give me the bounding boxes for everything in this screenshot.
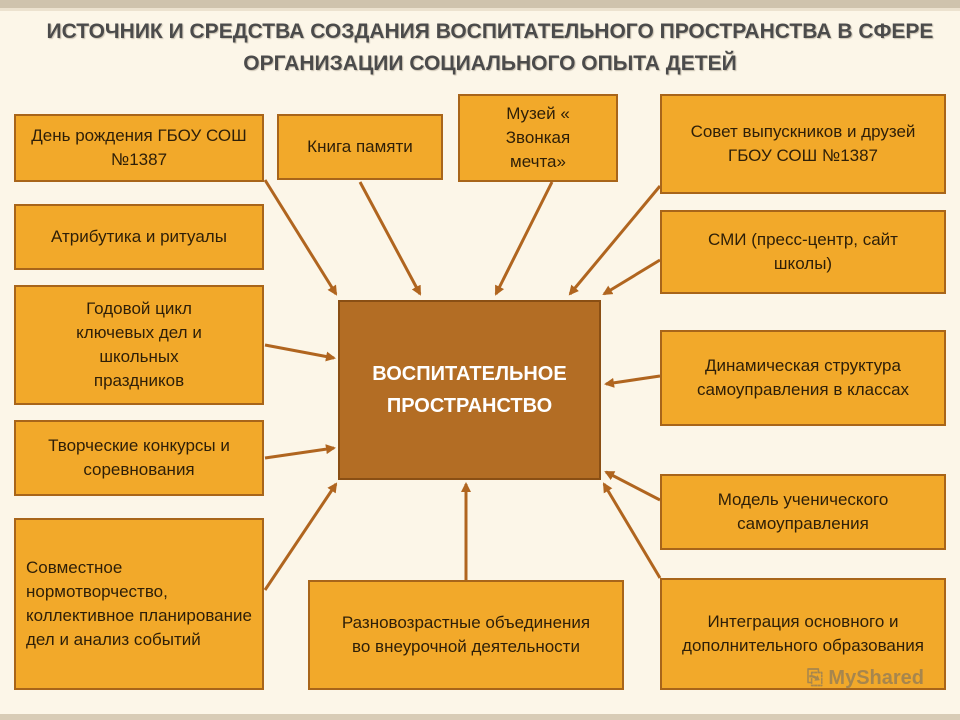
box-age-groups: Разновозрастные объединения во внеурочно… <box>308 580 624 690</box>
box-student-model: Модель ученического самоуправления <box>660 474 946 550</box>
arrow-museum <box>494 181 554 296</box>
box-attributes: Атрибутика и ритуалы <box>14 204 264 270</box>
arrow-dynamic-structure <box>604 374 661 388</box>
box-media: СМИ (пресс-центр, сайт школы) <box>660 210 946 294</box>
arrow-birthday <box>263 179 338 296</box>
box-integration: Интеграция основного и дополнительного о… <box>660 578 946 690</box>
box-alumni: Совет выпускников и друзей ГБОУ СОШ №138… <box>660 94 946 194</box>
box-memory-book: Книга памяти <box>277 114 443 180</box>
arrow-media <box>602 258 661 296</box>
bottom-stripe <box>0 714 960 720</box>
watermark-logo: ⎘ MyShared <box>807 667 924 690</box>
box-birthday: День рождения ГБОУ СОШ №1387 <box>14 114 264 182</box>
watermark-text: MyShared <box>828 667 924 689</box>
slide-title: ИСТОЧНИК И СРЕДСТВА СОЗДАНИЯ ВОСПИТАТЕЛЬ… <box>46 20 934 75</box>
arrow-alumni <box>568 185 662 296</box>
top-stripe <box>0 0 960 8</box>
box-museum: Музей « Звонкая мечта» <box>458 94 618 182</box>
arrow-annual-cycle <box>264 343 336 362</box>
arrow-joint <box>263 482 338 591</box>
box-annual-cycle: Годовой цикл ключевых дел и школьных пра… <box>14 285 264 405</box>
box-dynamic-structure: Динамическая структура самоуправления в … <box>660 330 946 426</box>
top-stripe-inner <box>0 8 960 11</box>
arrow-student-model <box>604 470 661 502</box>
arrow-integration <box>602 482 662 579</box>
box-joint: Совместное нормотворчество, коллективное… <box>14 518 264 690</box>
center-box: ВОСПИТАТЕЛЬНОЕ ПРОСТРАНСТВО <box>338 300 601 480</box>
watermark-icon: ⎘ <box>806 667 829 689</box>
arrow-contests <box>264 444 336 460</box>
arrow-memory-book <box>358 181 422 296</box>
box-contests: Творческие конкурсы и соревнования <box>14 420 264 496</box>
